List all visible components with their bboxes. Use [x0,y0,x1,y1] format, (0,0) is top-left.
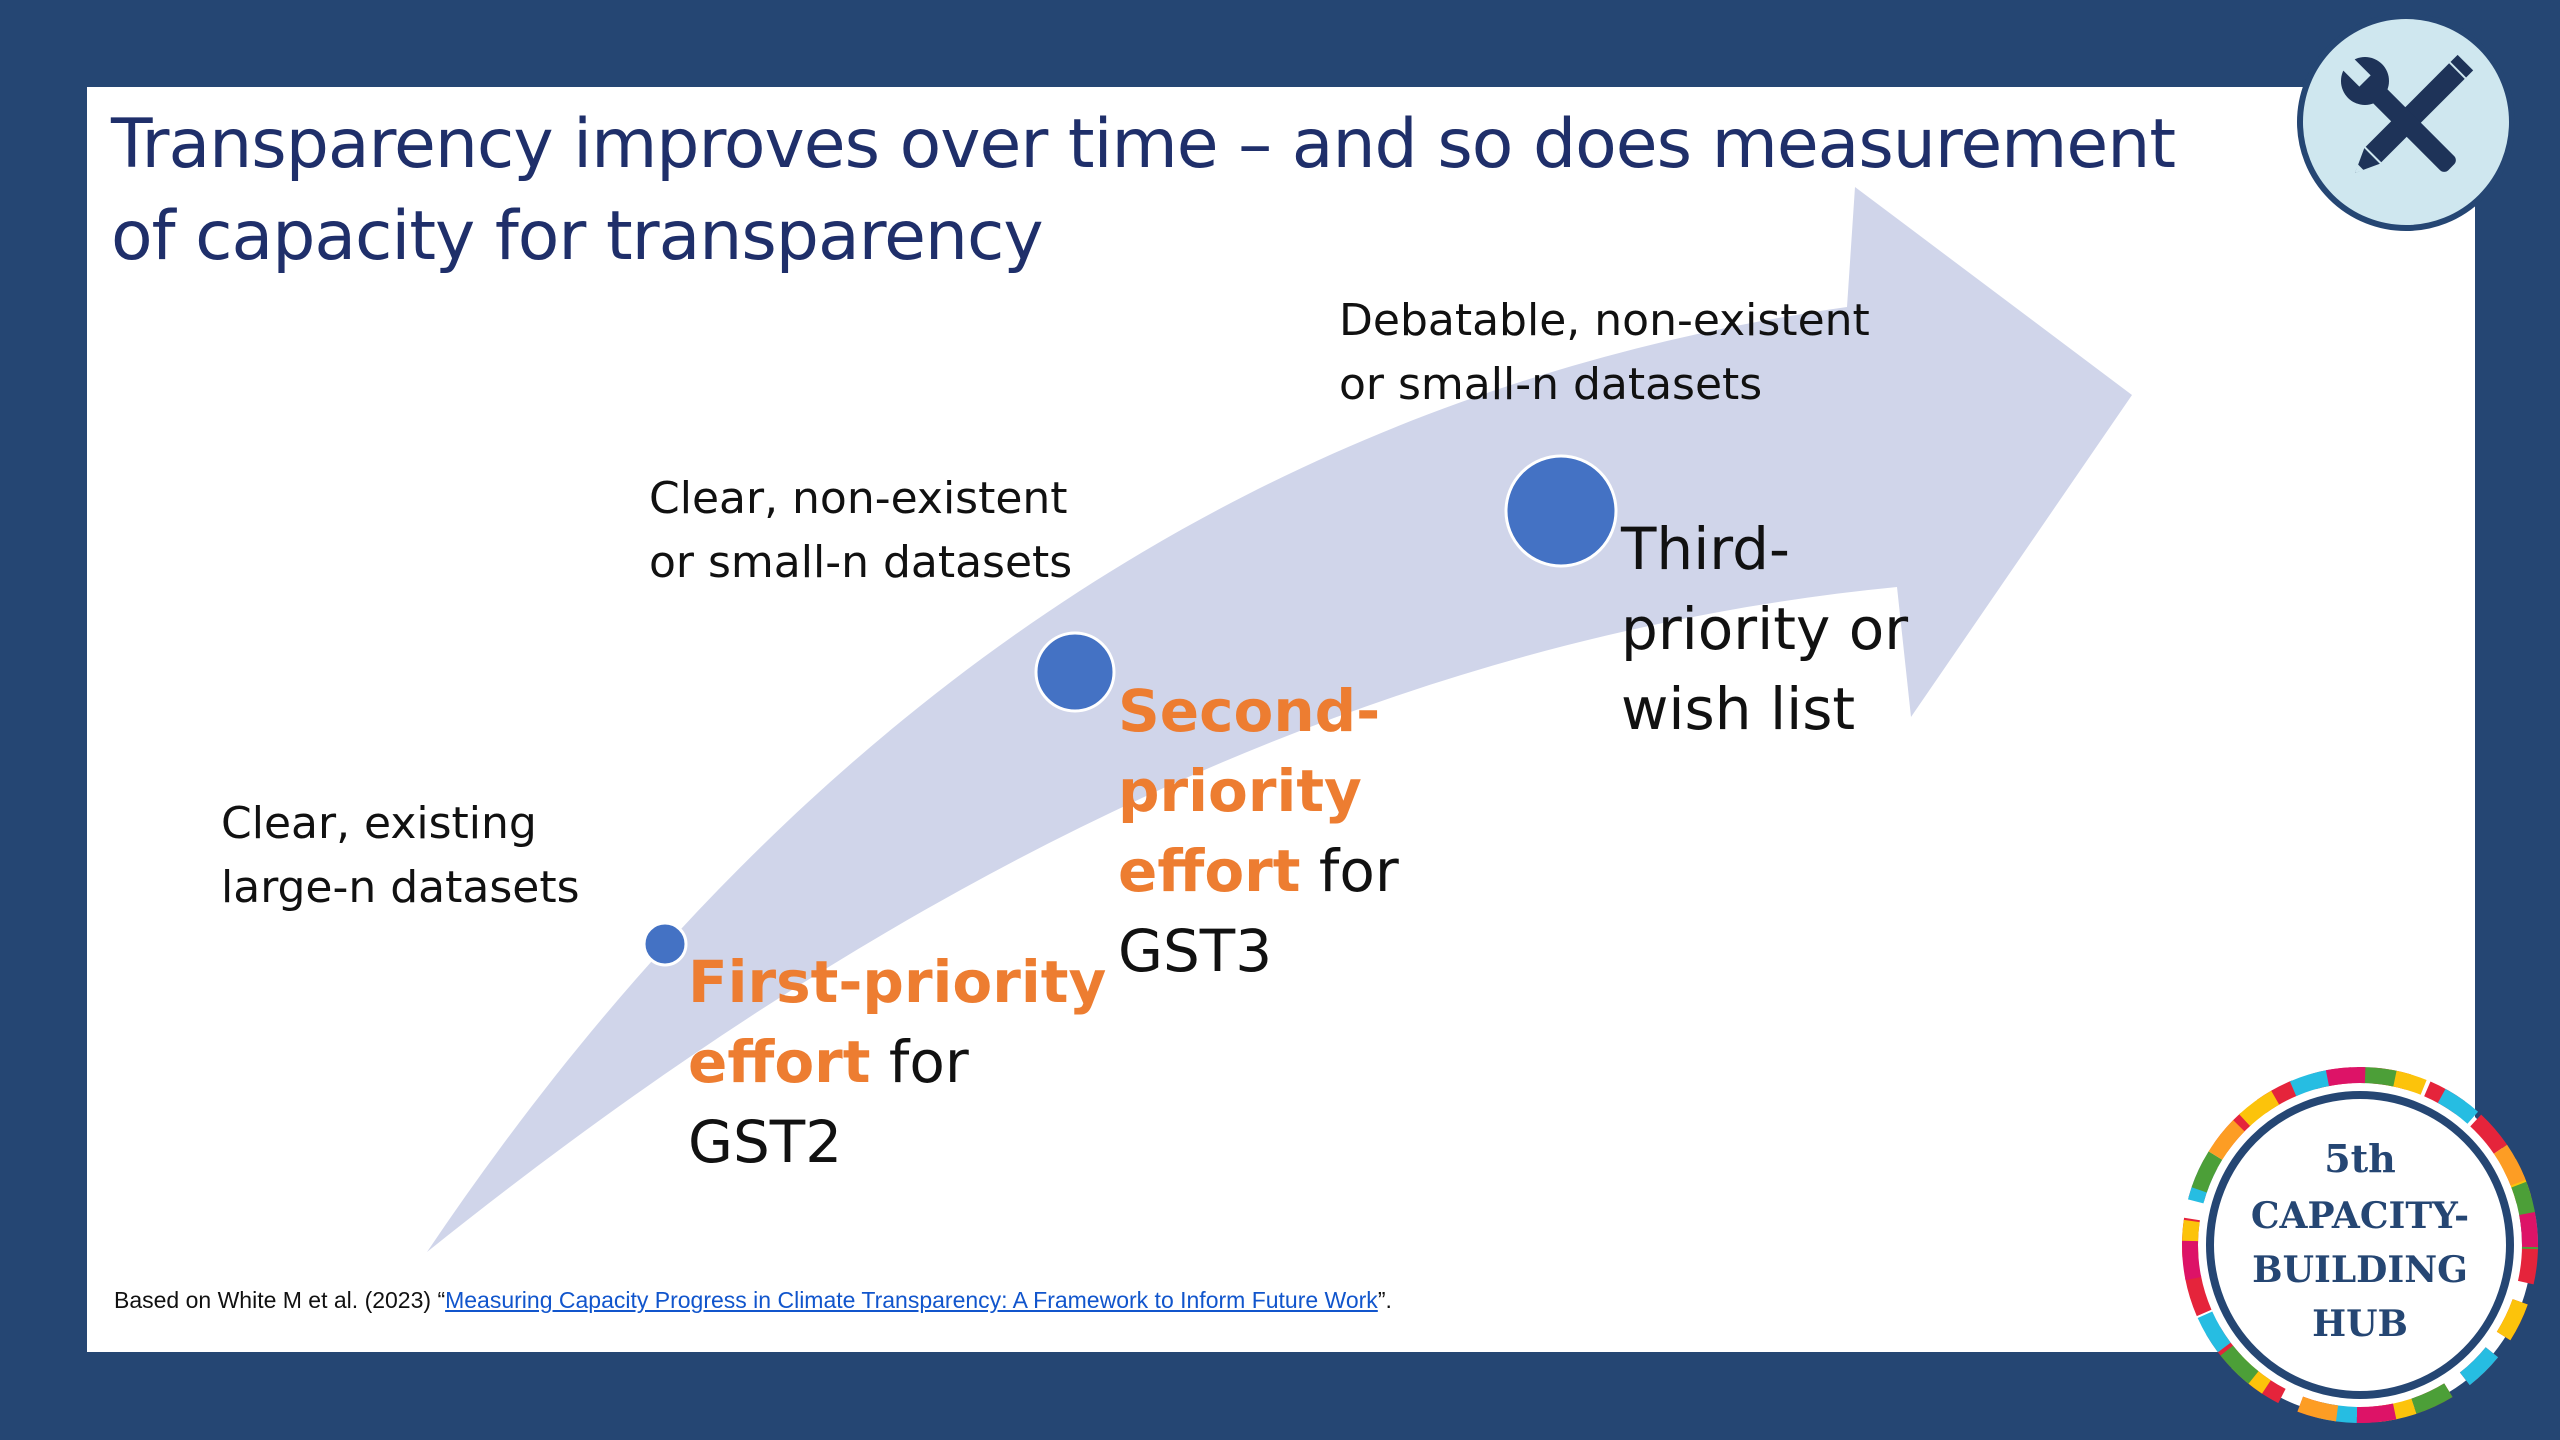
stage-1-effort-label: First-priority effort for GST2 [688,942,1106,1182]
hub-badge-line-2: CAPACITY- [2251,1195,2469,1237]
curved-arrow [427,187,2132,1252]
stage-1-data-line-1: Clear, existing [221,798,537,849]
source-footnote: Based on White M et al. (2023) “Measurin… [114,1287,1392,1314]
slide-title: Transparency improves over time – and so… [111,99,2361,283]
stage-1-effort-black-2: for [870,1028,969,1096]
progress-arrow-diagram [427,187,2132,1252]
stage-2-data-line-1: Clear, non-existent [649,473,1068,524]
footnote-suffix: ”. [1377,1287,1392,1313]
stage-2-effort-black-4: GST3 [1118,917,1273,985]
stage-2-data-label: Clear, non-existent or small-n datasets [649,467,1072,595]
slide-title-line-1: Transparency improves over time – and so… [111,105,2176,184]
stage-1-data-label: Clear, existing large-n datasets [221,792,580,920]
stage-2-node [1034,631,1116,713]
stage-3-data-line-1: Debatable, non-existent [1339,295,1870,346]
stage-2-effort-label: Second- priority effort for GST3 [1118,671,1399,991]
stage-3-effort-line-3: wish list [1621,675,1856,743]
stage-1-effort-black-3: GST2 [688,1108,843,1176]
stage-3-node [1504,454,1618,568]
hub-badge-line-4: HUB [2312,1303,2408,1345]
stage-2-data-line-2: or small-n datasets [649,537,1073,588]
stage-3-data-line-2: or small-n datasets [1339,359,1763,410]
stage-1-node [642,921,688,967]
footnote-prefix: Based on White M et al. (2023) “ [114,1287,446,1313]
stage-3-effort-label: Third- priority or wish list [1621,509,1908,749]
hub-badge-line-3: BUILDING [2252,1249,2468,1291]
stage-2-effort-orange-1: Second- [1118,677,1381,745]
stage-2-effort-black-3: for [1300,837,1399,905]
stage-1-effort-orange-1: First-priority [688,948,1107,1016]
source-link[interactable]: Measuring Capacity Progress in Climate T… [445,1287,1378,1313]
stage-2-effort-orange-3: effort [1118,837,1301,905]
stage-2-effort-orange-2: priority [1118,757,1362,825]
hub-badge-line-1: 5th [2324,1136,2396,1181]
slide-title-line-2: of capacity for transparency [111,197,1044,276]
wrench-pencil-icon [2297,13,2515,231]
stage-3-effort-line-2: priority or [1621,595,1909,663]
stage-1-effort-orange-2: effort [688,1028,871,1096]
slide: Transparency improves over time – and so… [87,87,2475,1352]
stage-1-data-line-2: large-n datasets [221,862,580,913]
capacity-building-hub-badge: 5th CAPACITY- BUILDING HUB [2182,1067,2538,1423]
stage-3-data-label: Debatable, non-existent or small-n datas… [1339,289,1870,417]
stage-3-effort-line-1: Third- [1621,515,1790,583]
